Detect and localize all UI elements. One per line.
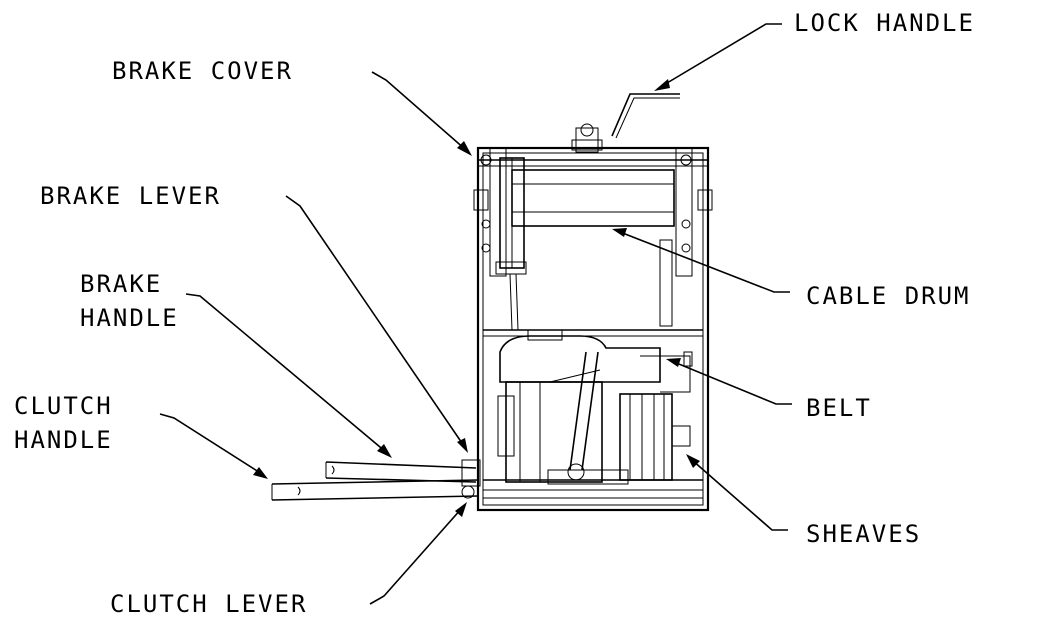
lock-handle <box>571 93 680 153</box>
clutch-handle <box>271 479 479 501</box>
label-brake-lever: BRAKE LEVER <box>40 182 221 210</box>
belt-tensioner <box>683 351 693 367</box>
label-cable-drum: CABLE DRUM <box>806 282 971 310</box>
brake-handle <box>325 459 481 487</box>
leader-lines <box>159 23 792 605</box>
engine <box>497 329 661 485</box>
label-clutch-handle-line2: HANDLE <box>14 426 113 454</box>
brake-cover <box>495 157 527 331</box>
label-brake-cover: BRAKE COVER <box>112 57 293 85</box>
label-brake-handle-line1: BRAKE <box>80 270 162 298</box>
label-brake-handle-line2: HANDLE <box>80 304 179 332</box>
cable-drum <box>511 169 675 227</box>
label-lock-handle: LOCK HANDLE <box>794 9 975 37</box>
label-clutch-lever: CLUTCH LEVER <box>110 590 307 617</box>
label-belt: BELT <box>806 394 872 422</box>
label-sheaves: SHEAVES <box>806 520 921 548</box>
belt <box>640 355 691 393</box>
label-clutch-handle-line1: CLUTCH <box>14 392 113 420</box>
right-slot <box>659 239 673 327</box>
sheaves <box>619 393 691 481</box>
